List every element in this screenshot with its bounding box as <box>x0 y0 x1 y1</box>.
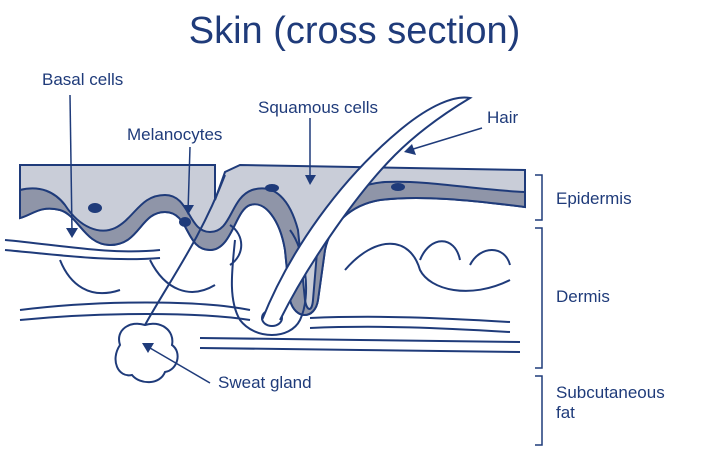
sweat-gland-shape <box>114 322 179 384</box>
dermis-fibers <box>4 224 521 353</box>
label-basal-cells: Basal cells <box>42 70 124 89</box>
subcutaneous-line2: fat <box>556 403 575 422</box>
layer-label-subcutaneous-fat: Subcutaneous fat <box>556 383 665 423</box>
melanocyte <box>265 184 279 192</box>
melanocyte <box>179 217 191 227</box>
diagram-title: Skin (cross section) <box>188 10 521 52</box>
label-melanocytes: Melanocytes <box>127 125 223 144</box>
pointer-lines <box>69 94 483 384</box>
label-squamous-cells: Squamous cells <box>258 98 379 117</box>
sweat-duct <box>144 174 226 326</box>
hair-shaft <box>261 96 473 321</box>
basal-layer <box>19 180 526 316</box>
arrow-heads <box>66 144 416 353</box>
layer-brackets <box>535 174 543 446</box>
label-sweat-gland: Sweat gland <box>218 373 312 392</box>
layer-label-dermis: Dermis <box>556 287 610 306</box>
layer-label-epidermis: Epidermis <box>556 189 632 208</box>
subcutaneous-line1: Subcutaneous <box>556 383 665 402</box>
melanocyte <box>391 183 405 191</box>
label-hair: Hair <box>487 108 519 127</box>
melanocyte <box>88 203 102 213</box>
